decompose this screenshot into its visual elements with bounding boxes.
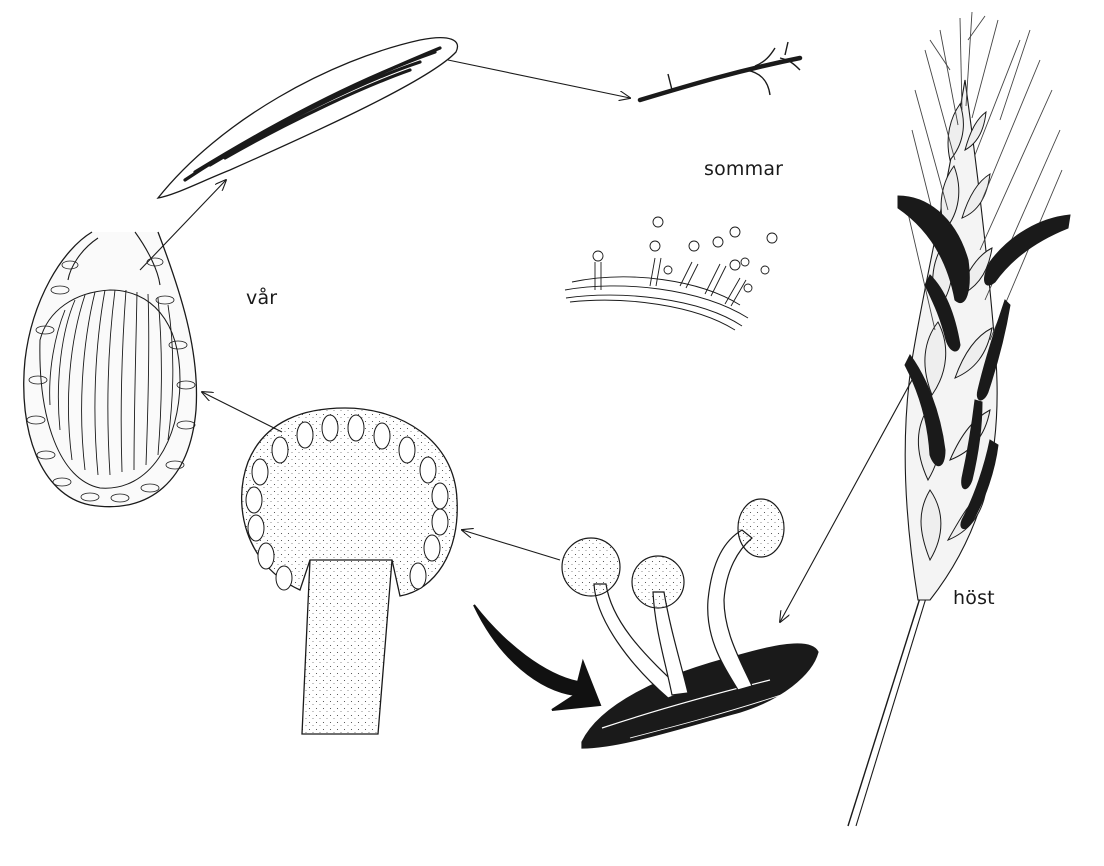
- arrow-sclerotium-to-stroma: [462, 530, 561, 561]
- stage-label-spring: vår: [246, 287, 278, 309]
- cycle-arrows: [139, 59, 913, 622]
- arrow-stroma-to-perithecium: [202, 392, 283, 433]
- conidiophore-mycelium-illustration: [564, 216, 778, 331]
- stage-label-summer: sommar: [704, 158, 784, 180]
- arrow-ascus-to-spore: [447, 59, 630, 98]
- curved-highlight-arrow: [473, 604, 602, 711]
- rye-ear-illustration: [847, 11, 1071, 827]
- perithecium-illustration: [23, 231, 198, 508]
- germinating-ascospore-illustration: [637, 41, 803, 103]
- arrow-ear-to-sclerotium: [780, 379, 913, 622]
- arrow-perithecium-to-ascus: [139, 180, 226, 271]
- stage-label-autumn: höst: [953, 587, 995, 609]
- ascus-illustration: [156, 37, 459, 199]
- stroma-cross-section-illustration: [241, 407, 458, 735]
- germinating-sclerotium-illustration: [561, 498, 819, 749]
